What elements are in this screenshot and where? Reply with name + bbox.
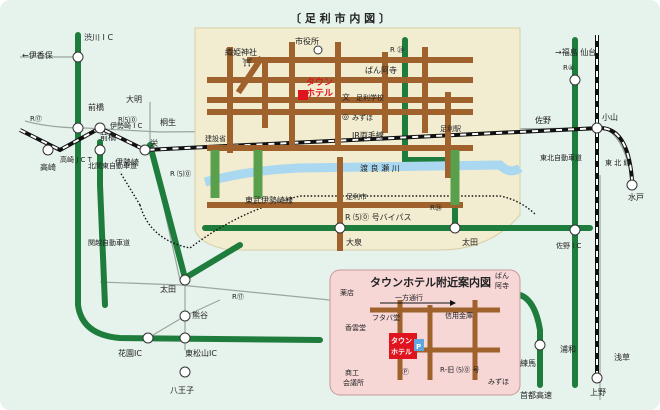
label-mito: 水戸 bbox=[628, 192, 644, 202]
label-kitakanto: 北関東自動車道 bbox=[88, 161, 137, 170]
label-kagohara: 花園IC bbox=[118, 348, 142, 358]
label-r50: R⑸⓪ bbox=[118, 115, 137, 124]
label-tobu: 東武伊勢崎線 bbox=[245, 195, 293, 205]
label-tohoku-line: 東 北 線 bbox=[605, 158, 630, 167]
label-kanetsu: 関越自動車道 bbox=[88, 238, 130, 247]
inset-kaigisho: 会議所 bbox=[343, 378, 364, 387]
label-koyama: 小山 bbox=[602, 112, 618, 122]
label-bypass: R ⑸⓪ 号バイパス bbox=[345, 212, 411, 222]
city-hotel-marker bbox=[298, 90, 308, 100]
map-title: 〔 足 利 市 内 図 〕 bbox=[290, 11, 390, 25]
school-icon: 文 bbox=[342, 92, 350, 102]
label-maebashi: 前橋 bbox=[88, 102, 104, 112]
label-isesaki: 伊勢崎 bbox=[115, 157, 139, 167]
label-higashimatsuyama: 東松山IC bbox=[185, 348, 217, 358]
label-sano-ic: 佐野 I C bbox=[556, 241, 582, 250]
inset-hitomichi: 一方通行 bbox=[395, 293, 423, 302]
label-sano: 佐野 bbox=[535, 115, 551, 125]
label-jr-ryomo: JR両毛線 bbox=[351, 130, 384, 140]
label-kiryu: 桐生 bbox=[160, 117, 176, 127]
label-banna: ばん阿寺 bbox=[365, 66, 397, 75]
label-takasaki: 高崎 bbox=[40, 162, 56, 172]
label-urawa: 浦和 bbox=[560, 344, 576, 354]
label-tohoku-exp: 東北自動車道 bbox=[540, 153, 582, 162]
watarase-river bbox=[203, 160, 523, 187]
inset-title: タウンホテル附近案内図 bbox=[370, 275, 491, 289]
inset-hotel: タウン bbox=[391, 336, 412, 345]
city-green-roads bbox=[210, 150, 460, 205]
label-kumagaya: 熊谷 bbox=[192, 310, 208, 320]
label-city-hotel2: ホテル bbox=[306, 88, 333, 99]
parking-marker bbox=[414, 339, 424, 351]
inset-futaba: フタバ堂 bbox=[372, 313, 400, 322]
label-city-r50: R ⑸⓪ bbox=[170, 169, 191, 178]
inset-shoko: 商工 bbox=[345, 368, 359, 377]
label-maebashi2: 前橋 bbox=[100, 132, 116, 142]
label-city-r24: R ㉔ bbox=[390, 46, 404, 54]
label-hachioji: 八王子 bbox=[170, 386, 194, 395]
interchanges bbox=[42, 51, 638, 384]
label-takasaki-jct: 高崎 J C T bbox=[60, 155, 93, 164]
inset-banna2: 阿寺 bbox=[495, 281, 509, 290]
label-r17: R⑰ bbox=[30, 115, 42, 123]
inset-mizuho: みずほ bbox=[488, 377, 509, 386]
label-shiyakusho: 市役所 bbox=[295, 36, 319, 46]
label-ashikagashi: 足利市 bbox=[346, 192, 367, 201]
label-shutoko: 首都高速 bbox=[520, 390, 552, 400]
city-hall-icon bbox=[313, 45, 323, 55]
label-isesaki-ic: 伊勢崎 I C bbox=[110, 121, 143, 130]
inset-parking: P bbox=[416, 343, 421, 351]
inset-shinyo: 信用金庫 bbox=[445, 311, 473, 320]
label-watarase: 渡 良 瀬 川 bbox=[360, 163, 400, 173]
label-orihime: 織姫神社 bbox=[225, 47, 257, 57]
expressways bbox=[75, 32, 593, 388]
label-ashikaga-eki: 足利駅 bbox=[440, 124, 461, 133]
inset-hotel-marker bbox=[389, 333, 417, 359]
city-roads bbox=[207, 42, 473, 251]
label-sakae: 栄 bbox=[150, 138, 158, 148]
label-city-hotel: タウン bbox=[306, 76, 333, 88]
label-nerima: 練馬 bbox=[520, 358, 536, 368]
label-ota: 太田 bbox=[462, 237, 478, 247]
inset-hotel2: ホテル bbox=[391, 348, 412, 356]
inset-bank: 薬店 bbox=[340, 288, 354, 297]
label-ueno: 上野 bbox=[590, 388, 606, 397]
bank-icon: ◎ bbox=[342, 112, 349, 121]
inset-banna: ばん bbox=[495, 271, 509, 280]
inset-rkyu50: R-旧 ⑸⓪ 号 bbox=[440, 365, 480, 374]
label-ikaho: ←伊香保 bbox=[22, 50, 53, 60]
label-ashikaga-gakko: 足利学校 bbox=[356, 93, 384, 102]
label-r17b: R⑰ bbox=[232, 293, 244, 301]
label-taimei: 大明 bbox=[126, 94, 142, 104]
label-kensetsu: 建設省 bbox=[205, 134, 226, 143]
label-ota-outer: 太田 bbox=[160, 284, 176, 294]
label-shibukawa: 渋川 I C bbox=[84, 32, 113, 42]
parking-icon: Ⓟ bbox=[402, 368, 409, 376]
label-taisen: 大泉 bbox=[346, 237, 362, 247]
shrine-icon: ⛩ bbox=[242, 58, 252, 67]
label-asakusa: 浅草 bbox=[614, 352, 630, 362]
label-fukushima: →福島 仙台 bbox=[555, 47, 596, 57]
label-r4: R④ bbox=[563, 64, 574, 72]
inset-kosan: 香雲堂 bbox=[345, 323, 366, 332]
label-r24: R㉔ bbox=[430, 204, 442, 212]
label-mizuho: みずほ bbox=[352, 113, 373, 122]
